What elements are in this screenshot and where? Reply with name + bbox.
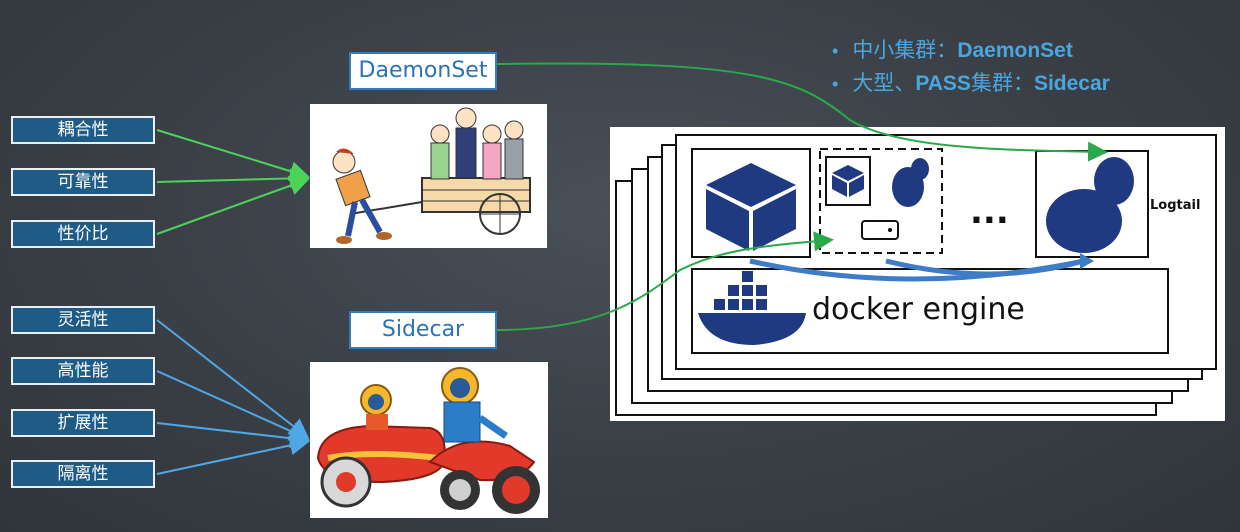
deployment-recommendations: 中小集群：DaemonSet 大型、PASS集群：Sidecar (832, 34, 1110, 100)
tag-coupling: 耦合性 (11, 116, 155, 144)
arrow-performance (156, 370, 310, 441)
tag-cost-efficiency: 性价比 (11, 220, 155, 248)
node-diagram-drawing: ... Logtail docker engine (615, 134, 1217, 416)
tag-flexibility: 灵活性 (11, 306, 155, 334)
cart-drawing (332, 107, 531, 244)
arrow-reliability (156, 168, 310, 189)
arrow-cost-efficiency (156, 176, 310, 235)
tag-scalability: 扩展性 (11, 409, 155, 437)
docker-engine-label: docker engine (812, 292, 1025, 327)
logtail-label: Logtail (1150, 198, 1200, 213)
daemonset-label: DaemonSet (349, 52, 497, 90)
motorcycle-drawing (316, 367, 540, 514)
pod-ellipsis: ... (970, 192, 1009, 232)
tag-reliability: 可靠性 (11, 168, 155, 196)
tag-performance: 高性能 (11, 357, 155, 385)
sidecar-motorcycle-illustration (310, 362, 548, 518)
arrow-coupling (156, 129, 310, 181)
bullet-large-cluster: 大型、PASS集群：Sidecar (832, 67, 1110, 100)
arrow-flexibility (156, 319, 310, 439)
cart-illustration (310, 104, 547, 248)
bullet-small-cluster: 中小集群：DaemonSet (832, 34, 1110, 67)
sidecar-label: Sidecar (349, 311, 497, 349)
arrow-isolation (156, 435, 310, 475)
arrow-scalability (156, 422, 310, 449)
node-diagram: ... Logtail docker engine (610, 127, 1225, 421)
tag-isolation: 隔离性 (11, 460, 155, 488)
